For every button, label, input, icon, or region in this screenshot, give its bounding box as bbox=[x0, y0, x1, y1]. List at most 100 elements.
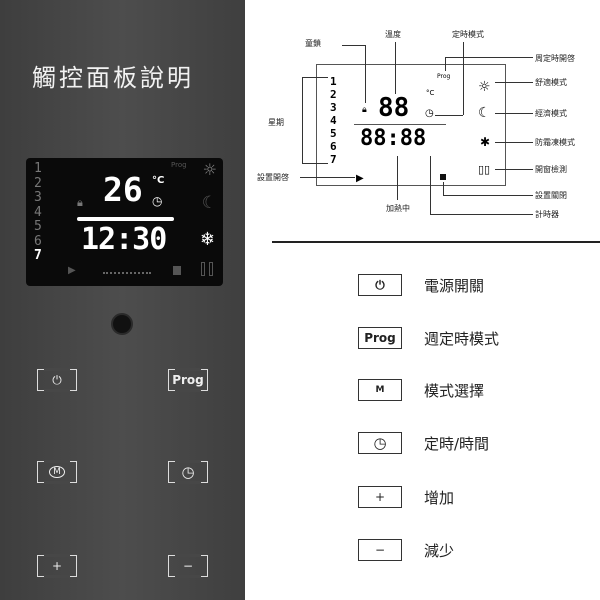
leader-line bbox=[445, 57, 533, 58]
leader-line bbox=[397, 156, 398, 200]
prog-indicator: Prog bbox=[171, 161, 187, 169]
diagram-time: 88:88 bbox=[360, 126, 427, 151]
mode-button[interactable]: M bbox=[37, 460, 77, 484]
label-temperature: 溫度 bbox=[385, 30, 401, 39]
clock-button[interactable]: ◷ bbox=[168, 460, 208, 484]
lcd-display: 1 2 3 4 5 6 7 Prog ☼ 🔒︎ 26 °C ◷ ☾ 12:30 … bbox=[26, 158, 223, 286]
day-3: 3 bbox=[34, 190, 42, 205]
power-icon: ⏻ bbox=[358, 274, 402, 296]
leader-line bbox=[463, 42, 464, 115]
day-4: 4 bbox=[34, 204, 42, 220]
label-child-lock: 童鎖 bbox=[305, 39, 321, 48]
leader-line bbox=[495, 142, 533, 143]
leader-line bbox=[395, 42, 396, 94]
leader-line bbox=[302, 77, 303, 163]
legend-label: 模式選擇 bbox=[424, 381, 485, 400]
leader-line bbox=[443, 182, 444, 195]
power-button[interactable]: ⏻ bbox=[37, 368, 77, 392]
diagram-temp: 88 bbox=[378, 93, 410, 123]
timer-mode-icon: ◷ bbox=[152, 194, 163, 208]
diagram-sun-icon: ☼ bbox=[478, 79, 491, 95]
diagram-snowflake-icon: ✱ bbox=[480, 135, 491, 149]
prog-icon: Prog bbox=[358, 327, 402, 349]
legend-label: 週定時模式 bbox=[424, 329, 500, 348]
leader-line bbox=[342, 45, 365, 46]
legend-item: ◷ 定時/時間 bbox=[358, 432, 489, 454]
window-icon-2 bbox=[209, 262, 213, 276]
diagram-lock-icon: 🔒︎ bbox=[362, 105, 367, 115]
leader-line bbox=[365, 45, 366, 103]
leader-line bbox=[302, 77, 328, 78]
diagram-unit: °C bbox=[426, 89, 435, 97]
plus-button[interactable]: + bbox=[37, 554, 77, 578]
heating-icon bbox=[103, 272, 151, 275]
legend-item: + 增加 bbox=[358, 486, 454, 508]
leader-line bbox=[430, 156, 431, 214]
legend-label: 定時/時間 bbox=[424, 434, 490, 453]
minus-button[interactable]: − bbox=[168, 554, 208, 578]
control-panel: 觸控面板說明 1 2 3 4 5 6 7 Prog ☼ 🔒︎ 26 °C ◷ ☾… bbox=[0, 0, 245, 600]
label-weekly-timer: 周定時開啓 bbox=[535, 54, 575, 63]
day-2: 2 bbox=[34, 175, 42, 191]
leader-line bbox=[435, 115, 463, 116]
stop-icon bbox=[173, 266, 181, 275]
leader-line bbox=[495, 113, 533, 114]
legend-label: 減少 bbox=[424, 541, 455, 560]
panel-title: 觸控面板說明 bbox=[32, 64, 194, 92]
window-icon bbox=[201, 262, 205, 276]
snowflake-icon: ❄ bbox=[199, 229, 215, 250]
label-set-off: 設置關閉 bbox=[535, 191, 567, 200]
legend-item: M 模式選擇 bbox=[358, 379, 484, 401]
leader-line bbox=[430, 214, 533, 215]
divider-bar bbox=[77, 217, 174, 221]
leader-line bbox=[443, 195, 533, 196]
sensor bbox=[111, 313, 133, 335]
time-readout: 12:30 bbox=[81, 222, 167, 257]
diagram-divider bbox=[354, 124, 446, 125]
diagram-frame bbox=[316, 64, 506, 186]
diagram-play-icon: ▶ bbox=[356, 173, 364, 184]
legend-item: Prog 週定時模式 bbox=[358, 327, 499, 349]
celsius-unit: °C bbox=[152, 175, 165, 186]
legend-item: ⏻ 電源開關 bbox=[358, 274, 484, 296]
label-comfort: 舒適模式 bbox=[535, 78, 567, 87]
label-timer-mode: 定時模式 bbox=[452, 30, 484, 39]
legend-item: − 減少 bbox=[358, 539, 454, 561]
minus-icon: − bbox=[358, 539, 402, 561]
leader-line bbox=[495, 169, 533, 170]
plus-icon: + bbox=[358, 486, 402, 508]
leader-line bbox=[302, 163, 328, 164]
day-indicators: 1 2 3 4 5 6 7 bbox=[34, 161, 44, 264]
day-1: 1 bbox=[34, 161, 42, 176]
leader-line bbox=[300, 177, 355, 178]
section-divider bbox=[272, 241, 600, 243]
label-heating: 加熱中 bbox=[386, 204, 410, 213]
label-economy: 經濟模式 bbox=[535, 109, 567, 118]
legend-label: 增加 bbox=[424, 488, 455, 507]
day-7: 7 bbox=[34, 248, 42, 263]
play-icon: ▶ bbox=[68, 265, 76, 276]
diagram-timer-icon: ◷ bbox=[425, 108, 434, 119]
moon-icon: ☾ bbox=[201, 193, 217, 213]
mode-icon: M bbox=[358, 379, 402, 401]
label-timer: 計時器 bbox=[535, 210, 559, 219]
leader-line bbox=[495, 82, 533, 83]
diagram-moon-icon: ☾ bbox=[478, 105, 491, 121]
label-window: 開窗檢測 bbox=[535, 165, 567, 174]
label-set-on: 設置開啓 bbox=[257, 173, 289, 182]
label-week: 星期 bbox=[268, 118, 284, 127]
clock-icon: ◷ bbox=[358, 432, 402, 454]
diagram-window-icon: ▯▯ bbox=[478, 163, 491, 176]
sun-icon: ☼ bbox=[202, 160, 217, 179]
lock-icon: 🔒︎ bbox=[77, 196, 83, 209]
day-5: 5 bbox=[34, 219, 42, 234]
label-antifreeze: 防霜凍模式 bbox=[535, 138, 575, 147]
prog-button[interactable]: Prog bbox=[168, 368, 208, 392]
legend-label: 電源開關 bbox=[424, 276, 485, 295]
diagram-prog: Prog bbox=[437, 73, 451, 80]
diagram-stop-icon bbox=[440, 174, 446, 180]
leader-line bbox=[445, 57, 446, 71]
day-6: 6 bbox=[34, 233, 42, 249]
temperature-readout: 26 bbox=[103, 170, 143, 209]
